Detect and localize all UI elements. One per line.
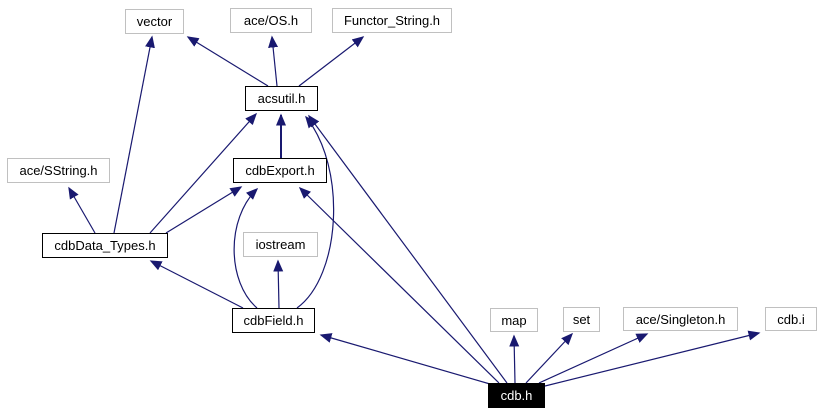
- node-map[interactable]: map: [490, 308, 538, 332]
- edge-cdb-h-to-cdbfield: [319, 333, 491, 385]
- edge-cdb-h-to-acsutil: [308, 114, 508, 384]
- node-ace-os[interactable]: ace/OS.h: [230, 8, 312, 33]
- edge-cdb-h-to-ace-singleton: [538, 333, 649, 384]
- node-ace-sstring[interactable]: ace/SString.h: [7, 158, 110, 183]
- edge-cdbdata-types-to-cdbexport: [165, 186, 243, 234]
- edge-cdbfield-to-cdbexport: [233, 187, 259, 309]
- node-cdb-h[interactable]: cdb.h: [488, 383, 545, 408]
- edge-cdb-h-to-cdbexport: [298, 186, 500, 384]
- edge-cdbfield-to-iostream: [273, 259, 284, 309]
- edge-cdbfield-to-cdbdata-types: [149, 260, 244, 309]
- node-iostream[interactable]: iostream: [243, 232, 318, 257]
- edge-cdb-h-to-map: [509, 334, 520, 384]
- edge-cdbdata-types-to-acsutil: [149, 112, 257, 234]
- edge-cdbdata-types-to-vector: [113, 35, 155, 234]
- edge-cdbdata-types-to-ace-sstring: [68, 186, 96, 234]
- edge-cdbfield-to-acsutil: [296, 115, 335, 309]
- edge-acsutil-to-functor-string: [298, 36, 365, 87]
- node-acsutil[interactable]: acsutil.h: [245, 86, 318, 111]
- node-ace-singleton[interactable]: ace/Singleton.h: [623, 307, 738, 331]
- node-cdbdata-types[interactable]: cdbData_Types.h: [42, 233, 168, 258]
- edge-cdb-h-to-cdb-i: [544, 330, 761, 387]
- edge-cdb-h-to-set: [525, 332, 574, 384]
- edge-acsutil-to-vector: [186, 36, 269, 87]
- node-set[interactable]: set: [563, 307, 600, 332]
- node-vector[interactable]: vector: [125, 9, 184, 34]
- edge-acsutil-to-ace-os: [268, 35, 279, 87]
- node-cdbfield[interactable]: cdbField.h: [232, 308, 315, 333]
- node-cdbexport[interactable]: cdbExport.h: [233, 158, 327, 183]
- node-functor-string[interactable]: Functor_String.h: [332, 8, 452, 33]
- node-cdb-i[interactable]: cdb.i: [765, 307, 817, 331]
